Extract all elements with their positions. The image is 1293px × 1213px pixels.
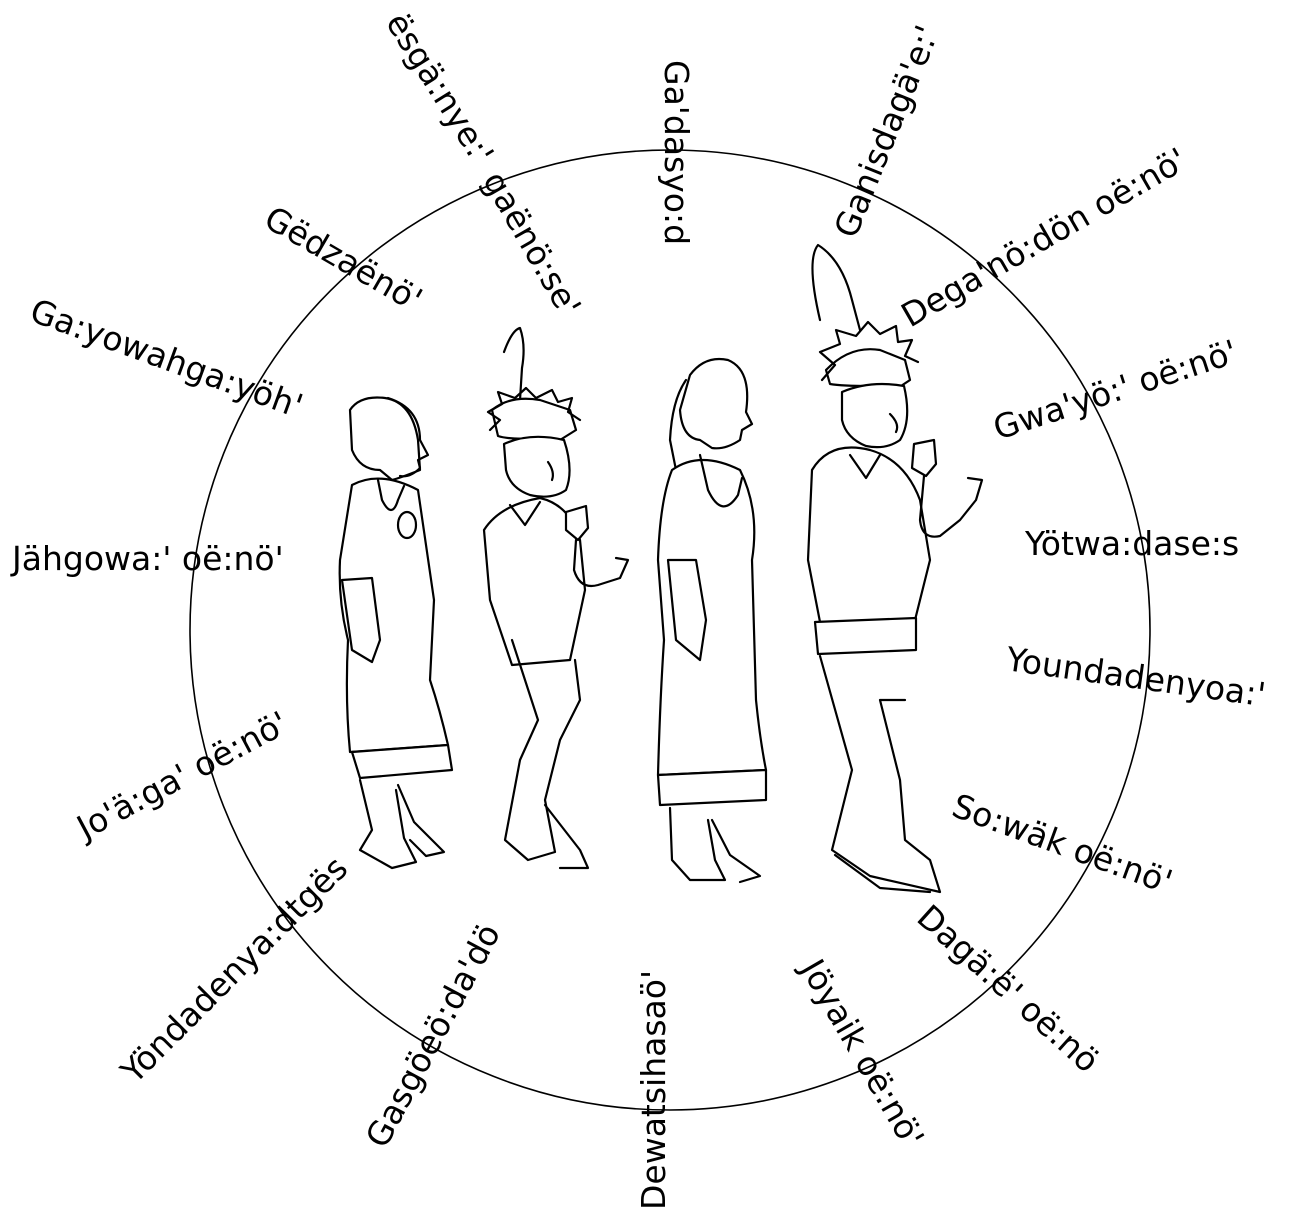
label-gwa-yo-oe-no: Gwa'yö:' oë:nö' bbox=[988, 332, 1242, 448]
label-ga-yowahga-yoh: Ga:yowahga:yöh' bbox=[25, 291, 308, 426]
label-so-wak-oe-no: So:wäk oë:nö' bbox=[947, 786, 1177, 902]
label-gasgoeo-da-do: Gasgöeö:da'dö bbox=[358, 917, 508, 1154]
figure-boy-with-rattle bbox=[484, 328, 628, 868]
figure-man-with-rattle bbox=[808, 245, 982, 892]
label-gaeno-se: gaënö:se' bbox=[475, 165, 589, 323]
label-ga-dasyo-d: Ga'dasyo:d bbox=[657, 60, 696, 245]
label-youndadenyoa: Youndadenyoa:' bbox=[1003, 639, 1268, 714]
label-gedzaeno: Gëdzaënö' bbox=[258, 198, 429, 319]
label-jahgowa-oe-no: Jähgowa:' oë:nö' bbox=[10, 539, 284, 578]
figure-woman-center bbox=[658, 359, 766, 882]
label-esga-nye: ësgä:nye:' bbox=[378, 6, 502, 171]
label-dewatsihasao: Dewatsihasaö' bbox=[634, 970, 673, 1210]
label-joyaik-oe-no: Jöyaik oë:nö' bbox=[792, 951, 932, 1154]
figure-woman-left bbox=[340, 398, 452, 869]
label-daga-e-oe-no: Dagä:ë' oë:nö bbox=[910, 897, 1107, 1080]
label-ganisdaga-e: Ganisdagä'e:' bbox=[826, 20, 946, 243]
label-yondadenya-dtges: Yöndadenya:dtgës bbox=[112, 849, 355, 1092]
label-dega-no-don-oe-no: Dega'nö:dön oë:nö' bbox=[895, 140, 1194, 335]
label-yotwa-dase-s: Yötwa:dase:s bbox=[1024, 524, 1239, 563]
label-jo-a-ga-oe-no: Jo'ä:ga' oë:nö' bbox=[69, 703, 295, 848]
